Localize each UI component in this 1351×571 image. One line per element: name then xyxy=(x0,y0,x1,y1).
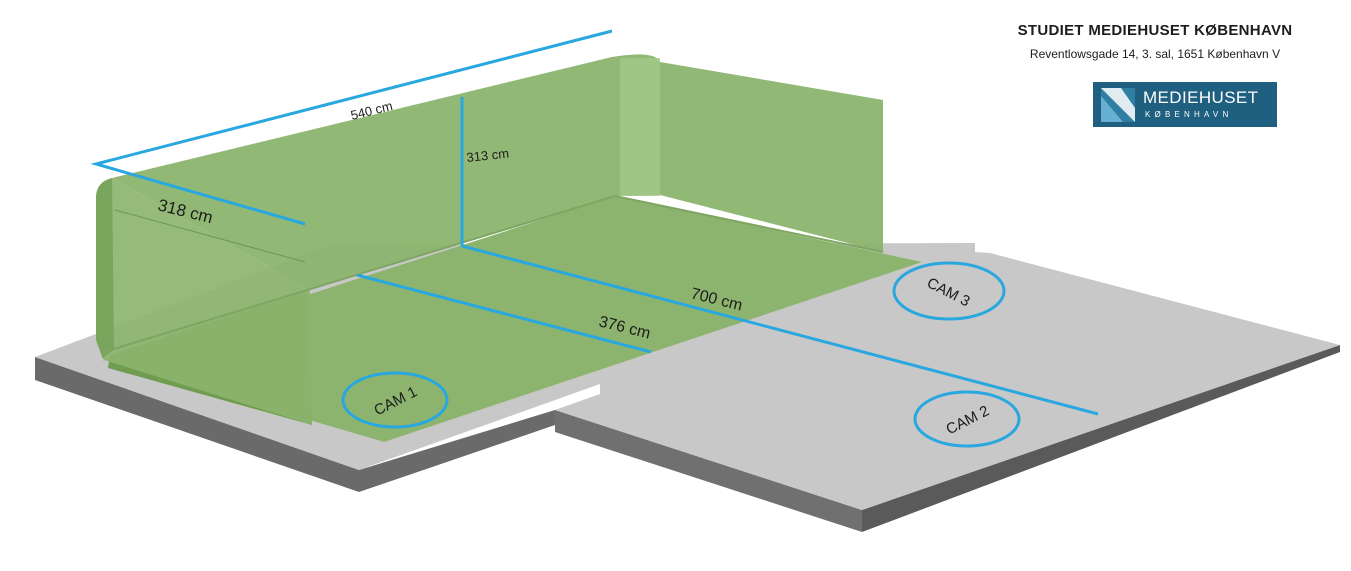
logo-name: MEDIEHUSET xyxy=(1143,88,1259,107)
wall-depth-guide xyxy=(114,209,306,263)
label-313: 313 cm xyxy=(466,146,510,165)
green-corner-highlight xyxy=(620,58,660,196)
measure-376 xyxy=(356,273,652,354)
platform-mid-edge xyxy=(359,410,555,492)
platform-right-edge xyxy=(862,345,1340,532)
studio-address: Reventlowsgade 14, 3. sal, 1651 Københav… xyxy=(1029,47,1281,61)
floor-joint-back xyxy=(614,195,884,253)
floor-joint-left xyxy=(103,195,616,353)
measure-700 xyxy=(461,244,1099,416)
logo-city: KØBENHAVN xyxy=(1145,110,1233,119)
measure-540 xyxy=(90,29,613,226)
cam-3-marker[interactable] xyxy=(892,261,1006,321)
green-wall-curve xyxy=(96,178,114,362)
green-wall-back xyxy=(112,54,883,290)
mediehuset-logo: MEDIEHUSET KØBENHAVN xyxy=(1093,82,1277,127)
studio-header: STUDIET MEDIEHUSET KØBENHAVN Reventlowsg… xyxy=(995,22,1315,61)
studio-title: STUDIET MEDIEHUSET KØBENHAVN xyxy=(1017,22,1293,39)
green-wall-left xyxy=(96,178,312,425)
platform-front-edge xyxy=(555,410,862,532)
platform-left-edge xyxy=(35,357,359,492)
cam-2-marker[interactable] xyxy=(913,390,1021,448)
logo-mark-icon xyxy=(1101,88,1135,122)
cam-1-marker[interactable] xyxy=(341,371,449,429)
